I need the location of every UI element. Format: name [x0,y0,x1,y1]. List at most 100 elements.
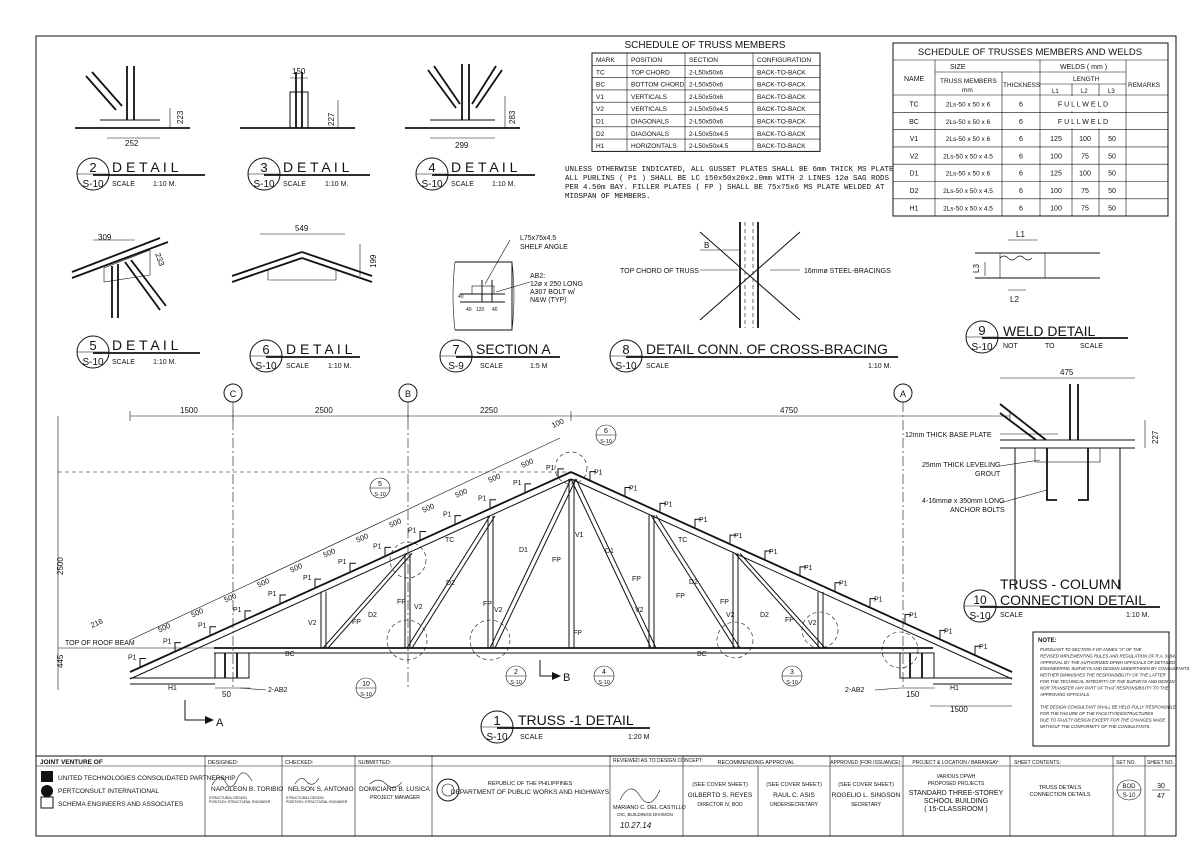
spacing-dimension: 500 [388,516,403,529]
spacing-dimension-line [129,437,561,641]
detail-5-ref: S-10 [82,357,104,368]
purlin-label: P1 [874,597,883,604]
dimension-50: 50 [222,690,231,699]
member-label: FP [573,630,582,637]
schedule-truss-cell: H1 [596,143,605,150]
tb-rec2-role: UNDERSECRETARY [770,802,819,808]
notes-line: WITHOUT THE CONFORMITY OF THE CONSULTANT… [1040,724,1150,729]
diagonal-member [327,553,413,649]
cross-bracing-scale-value: 1:10 M. [868,363,891,370]
purlin-label: P1 [373,543,382,550]
tb-setno-1: BOD [1122,784,1136,790]
detail-2-dim-b: 223 [176,110,185,124]
section-a-scale: SCALE [480,363,503,370]
column-note-bolts-1: 4-16mmø x 350mm LONG [922,498,1004,505]
detail-callout-circle [469,619,511,661]
schedule-welds-title: SCHEDULE OF TRUSSES MEMBERS AND WELDS [918,47,1142,58]
welds-cell-l1: 100 [1050,153,1062,160]
detail-5-title: 5 S-10 D E T A I L SCALE 1:10 M. [76,335,200,369]
diagonal-member [655,515,741,649]
welds-cell-l1: 125 [1050,171,1062,178]
schedule-truss-cell: HORIZONTALS [631,143,677,150]
tb-project-header: PROJECT & LOCATION / BARANGAY: [912,760,999,766]
submitter-signature-icon [369,779,403,788]
spacing-dimension: 500 [256,576,271,589]
checker-signature-icon [294,777,320,785]
section-a-note-1: L75x75x4.5 [520,235,556,242]
schedule-truss-header-cell: CONFIGURATION [757,57,811,64]
welds-header-members: TRUSS MEMBERS [940,78,997,85]
column-connection-drawing: 475 227 12mm THICK BASE PLATE 25mm THICK… [905,368,1160,590]
section-arrow-icon [552,672,561,680]
column-connection-number: 10 [973,593,987,607]
purlin-mark [659,502,666,512]
welds-cell-size: 2Ls-50 x 50 x 6 [946,136,991,143]
member-label: FP [352,619,361,626]
notes-line: FOR THE TECHNICAL INTEGRITY OF THE SURVE… [1040,679,1176,684]
section-a-scale-value: 1:5 M [530,363,548,370]
tb-setno-2: S-10 [1123,793,1136,799]
welds-cell-size: 2Ls-50 x 50 x 6 [946,171,991,178]
purlin-label: P1 [443,512,452,519]
detail-4-title: 4 S-10 D E T A I L SCALE 1:10 M. [415,157,535,191]
weld-label-l2: L2 [1010,295,1019,304]
tb-dpwh: DEPARTMENT OF PUBLIC WORKS AND HIGHWAYS [451,789,610,796]
welds-cell-thickness: 6 [1019,171,1023,178]
detail-2-scale-value: 1:10 M. [153,181,176,188]
top-chord-right [570,471,1013,673]
notes-line: APPROVING OFFICIALS. [1039,692,1090,697]
diagonal-member [411,515,496,649]
purlin-mark [349,562,356,572]
section-a-dim-c: 40 [492,307,498,313]
notes-line: DUE TO FAULTY DESIGN EXCEPT FOR THE CHAN… [1040,717,1165,722]
member-label: FP [720,599,729,606]
purlin-mark [489,499,496,508]
tb-checked-name: NELSON S. ANTONIO [288,786,354,793]
detail-6-dim-b: 199 [369,254,378,268]
tb-reviewed-name: MARIANO C. DEL CASTILLO [613,805,687,811]
general-note-line-1: UNLESS OTHERWISE INDICATED, ALL GUSSET P… [565,166,894,174]
vertical-label: V2 [808,620,817,627]
welds-cell-name: H1 [910,205,919,212]
diagonal-label: D2 [760,612,769,619]
welds-cell-thickness: 6 [1019,188,1023,195]
purlin-label: P1 [629,485,638,492]
schedule-truss-cell: 2-L50x50x4.5 [689,106,729,113]
purlin-label: P1 [478,496,487,503]
welds-cell-name: D1 [910,171,919,178]
tb-contents-1: TRUSS DETAILS [1039,785,1082,791]
detail-3-label: D E T A I L [283,159,350,175]
diagonal-member [570,478,652,649]
top-of-roof-beam-label: TOP OF ROOF BEAM [65,640,135,647]
callout-ref: S-10 [360,692,372,698]
diagonal-member [650,515,736,649]
grid-label: A [900,389,906,399]
schedule-truss-cell: TOP CHORD [631,69,670,76]
schema-logo-icon [40,796,54,809]
diagonal-label: D1 [519,547,528,554]
general-note-line-2: ALL PURLINS ( P1 ) SHALL BE LC 150x50x20… [565,175,890,183]
vertical-label: V2 [635,607,644,614]
purlin-label: P1 [944,628,953,635]
detail-2-title: 2 S-10 D E T A I L SCALE 1:10 M. [76,157,205,191]
tb-republic: REPUBLIC OF THE PHILIPPINES [488,781,573,787]
schedule-truss-cell: VERTICALS [631,106,668,113]
welds-cell-l3: 50 [1108,136,1116,143]
welds-header-mm: mm [962,87,973,94]
tb-designed-pos: POSITION: STRUCTURAL ENGINEER [209,800,271,804]
spacing-dimension-top: 100 [550,417,565,430]
support-block [899,652,935,679]
vertical-label: V1 [575,532,584,539]
detail-callout-circle [554,451,588,485]
section-arrow-icon [205,716,214,724]
welds-cell-size: 2Ls-50 x 50 x 6 [946,102,991,109]
tb-rec1-role: DIRECTOR IV, BOD [697,802,743,808]
column-connection-label-1: TRUSS - COLUMN [1000,576,1121,592]
welds-cell-l2: 75 [1081,205,1089,212]
detail-5-number: 5 [89,338,96,353]
tb-submitted-header: SUBMITTED: [358,760,392,766]
column-dim-a: 475 [1060,368,1074,377]
detail-3-dim-b: 227 [327,112,336,126]
tb-designed-role: STRUCTURAL DESIGN [209,796,247,800]
detail-6-drawing: 549 199 [231,224,378,283]
